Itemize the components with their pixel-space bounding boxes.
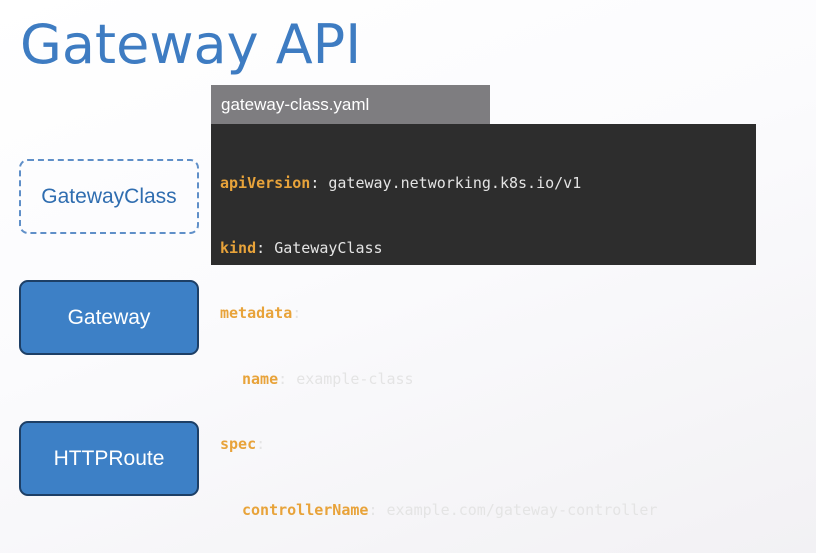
code-line: metadata: [220, 303, 756, 325]
yaml-value: gateway.networking.k8s.io/v1 [328, 173, 582, 192]
yaml-key: kind [220, 238, 257, 257]
yaml-key: metadata [220, 304, 293, 323]
yaml-key: name [242, 369, 279, 388]
code-line: apiVersion: gateway.networking.k8s.io/v1 [220, 173, 756, 195]
yaml-key: controllerName [242, 500, 369, 519]
yaml-value: example-class [296, 369, 414, 388]
code-line: kind: GatewayClass [220, 238, 756, 260]
yaml-value: example.com/gateway-controller [386, 500, 658, 519]
yaml-separator: : [278, 369, 297, 388]
code-line: spec: [220, 434, 756, 456]
yaml-separator: : [310, 173, 329, 192]
gatewayclass-box: GatewayClass [19, 159, 199, 234]
yaml-separator: : [368, 500, 387, 519]
code-line: controllerName: example.com/gateway-cont… [220, 500, 756, 522]
httproute-box: HTTPRoute [19, 421, 199, 496]
gateway-box: Gateway [19, 280, 199, 355]
yaml-separator: : [292, 304, 302, 323]
slide-title: Gateway API [20, 13, 362, 76]
yaml-code-panel: apiVersion: gateway.networking.k8s.io/v1… [211, 124, 756, 519]
yaml-separator: : [256, 238, 275, 257]
yaml-value: GatewayClass [274, 238, 383, 257]
yaml-key: apiVersion [220, 173, 311, 192]
code-line: name: example-class [220, 369, 756, 391]
yaml-file-tab: gateway-class.yaml [211, 85, 490, 124]
yaml-separator: : [256, 435, 266, 454]
httproute-label: HTTPRoute [53, 446, 165, 470]
yaml-key: spec [220, 435, 257, 454]
gatewayclass-label: GatewayClass [41, 184, 177, 208]
gateway-label: Gateway [67, 305, 151, 329]
